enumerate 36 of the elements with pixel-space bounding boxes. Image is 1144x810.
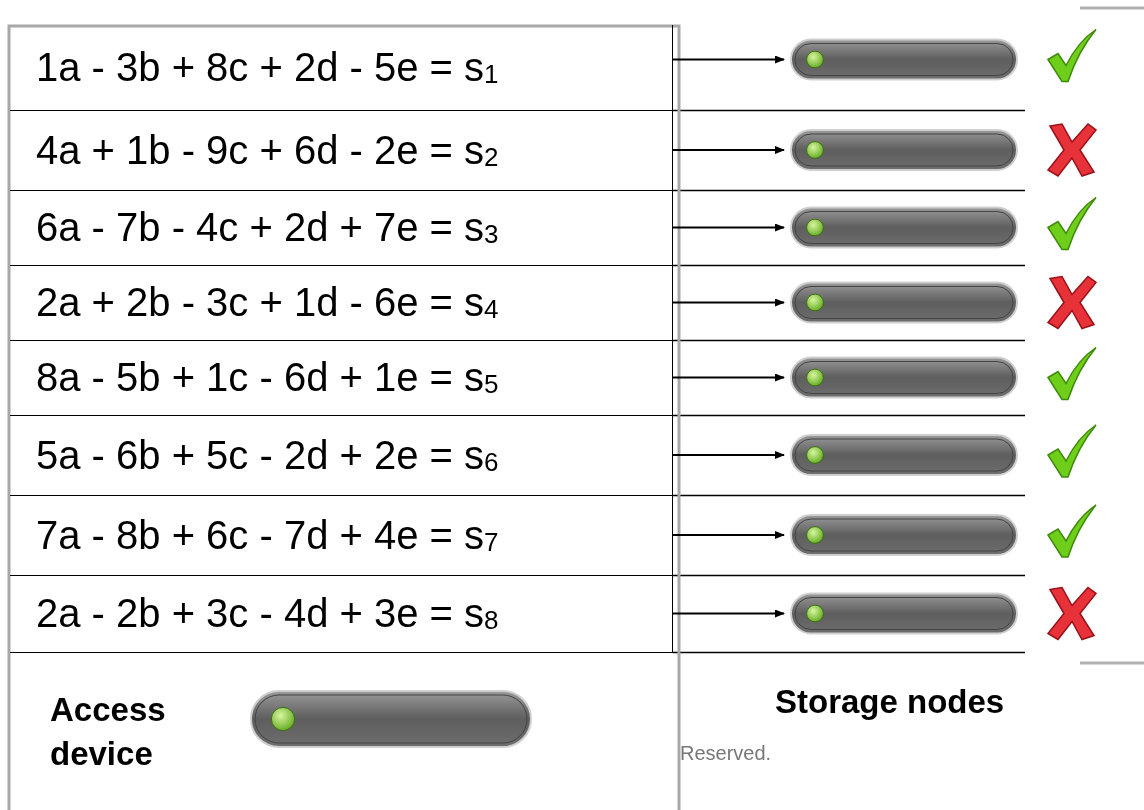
arrow — [672, 531, 785, 539]
drive-bar — [790, 129, 1018, 171]
arrow — [672, 609, 785, 618]
drive-bar — [250, 690, 532, 748]
arrow — [672, 223, 785, 232]
arrow — [672, 298, 785, 307]
drive-bar — [790, 206, 1018, 249]
equation-text: 4a + 1b - 9c + 6d - 2e = s$_{2}$ — [36, 127, 499, 173]
equation-row — [10, 110, 673, 191]
equation-row — [10, 265, 673, 341]
equation-row — [10, 575, 673, 653]
arrow — [672, 373, 785, 382]
equation-row — [10, 495, 673, 576]
drive-bar — [790, 38, 1018, 81]
equation-row — [10, 25, 673, 111]
equation-text: 5a - 6b + 5c - 2d + 2e = s$_{6}$ — [36, 432, 499, 478]
arrow — [672, 55, 785, 64]
drive-bar — [790, 514, 1018, 556]
arrow — [672, 451, 785, 459]
equation-row — [10, 340, 673, 416]
device-label: Access device — [50, 690, 167, 774]
section-label: Storage nodes — [775, 683, 1005, 721]
arrow — [672, 146, 785, 154]
equation-text: 6a - 7b - 4c + 2d + 7e = s$_{3}$ — [36, 205, 499, 250]
equation-text: 2a - 2b + 3c - 4d + 3e = s$_{8}$ — [36, 591, 499, 636]
equation-row — [10, 190, 673, 266]
equation-text: 8a - 5b + 1c - 6d + 1e = s$_{5}$ — [36, 355, 499, 400]
drive-bar — [790, 356, 1018, 399]
equation-row — [10, 415, 673, 496]
drive-bar — [790, 592, 1018, 635]
drive-bar — [790, 281, 1018, 324]
equation-text: 7a - 8b + 6c - 7d + 4e = s$_{7}$ — [36, 512, 499, 558]
notice-text: Reserved. — [680, 742, 772, 765]
equation-text: 2a + 2b - 3c + 1d - 6e = s$_{4}$ — [36, 280, 499, 325]
drive-bar — [790, 434, 1018, 476]
equation-text: 1a - 3b + 8c + 2d - 5e = s$_{1}$ — [36, 45, 499, 90]
